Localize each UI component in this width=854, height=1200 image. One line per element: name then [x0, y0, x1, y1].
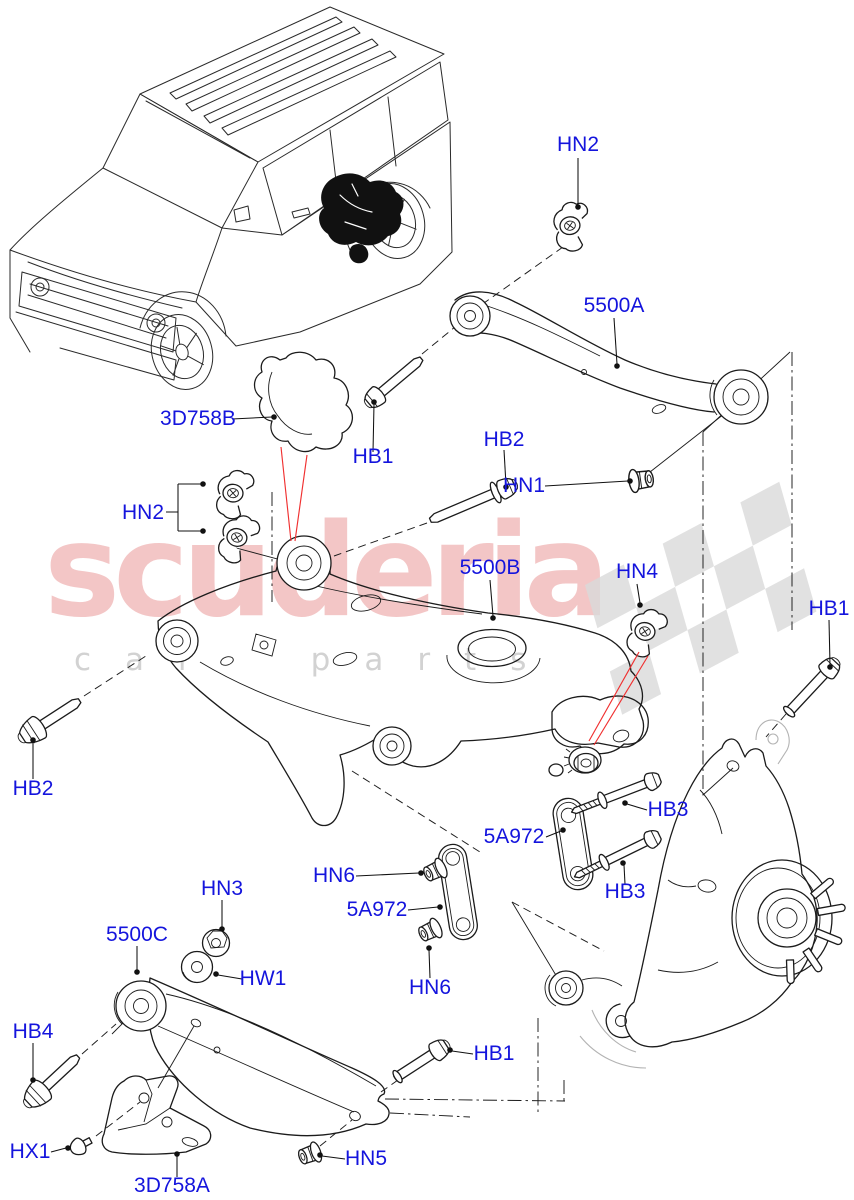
link-plate-right-drawing [552, 797, 594, 891]
toe-cam-adjuster [548, 746, 602, 777]
part-label-hb4[interactable]: HB4 [13, 1020, 54, 1043]
part-label-hw1[interactable]: HW1 [240, 967, 287, 990]
bolt-hb2-left [11, 698, 82, 752]
washer-hw1 [180, 950, 214, 984]
part-label-hn6-left[interactable]: HN6 [313, 864, 355, 887]
heat-shield-drawing [253, 351, 353, 453]
part-label-hx1[interactable]: HX1 [10, 1140, 51, 1163]
upper-control-arm-drawing [449, 291, 769, 425]
part-label-3d758a[interactable]: 3D758A [134, 1174, 210, 1197]
part-label-hb1-upper[interactable]: HB1 [353, 445, 394, 468]
label-leaders [30, 158, 833, 1177]
part-label-hn2-left[interactable]: HN2 [122, 501, 164, 524]
part-label-5a972-right[interactable]: 5A972 [484, 825, 545, 848]
assembly-axis-lines [81, 246, 793, 1147]
part-label-5500a[interactable]: 5500A [584, 294, 645, 317]
wheel-hub [757, 877, 846, 985]
part-label-5500b[interactable]: 5500B [460, 556, 521, 579]
part-label-5500c[interactable]: 5500C [106, 923, 168, 946]
part-label-hb2-upper[interactable]: HB2 [484, 428, 525, 451]
flag-nut-hn2-top [550, 199, 595, 255]
part-label-hb3-lower[interactable]: HB3 [605, 880, 646, 903]
trailing-arm-drawing [113, 977, 390, 1137]
nut-hn6-lower [414, 915, 446, 946]
part-label-hn2-top[interactable]: HN2 [557, 133, 599, 156]
part-label-hb3-upper[interactable]: HB3 [648, 798, 689, 821]
watermark-tagline: car parts [74, 642, 561, 678]
part-label-hn5[interactable]: HN5 [345, 1147, 387, 1170]
wheel-knuckle-drawing [544, 719, 846, 1069]
bolt-hb1-lower [392, 1034, 455, 1084]
part-label-hb1-right[interactable]: HB1 [809, 597, 850, 620]
vehicle-illustration [9, 6, 453, 390]
screw-hx1 [69, 1137, 93, 1156]
part-label-hn1[interactable]: HN1 [503, 474, 545, 497]
fasteners [11, 199, 846, 1169]
part-label-hn4[interactable]: HN4 [616, 560, 658, 583]
link-plate-left-drawing [438, 843, 478, 941]
bolt-hb2-upper [428, 473, 522, 523]
bolt-hb1-right [782, 652, 846, 718]
flag-nut-hn2-left-lower [215, 510, 263, 568]
highlight-leaders [280, 446, 649, 746]
nut-hn3 [201, 928, 231, 958]
part-label-hn3[interactable]: HN3 [201, 877, 243, 900]
part-label-hn6-lower[interactable]: HN6 [409, 976, 451, 999]
part-label-5a972-left[interactable]: 5A972 [347, 898, 408, 921]
bolt-hb4 [16, 1054, 81, 1116]
checkered-flag-watermark [585, 481, 817, 715]
bolt-hb1-upper [359, 356, 424, 414]
part-label-hb2-left[interactable]: HB2 [13, 777, 54, 800]
mount-bracket-drawing [101, 1075, 212, 1155]
flag-nut-hn2-left-upper [215, 468, 256, 521]
part-label-hb1-lower[interactable]: HB1 [474, 1042, 515, 1065]
part-label-3d758b[interactable]: 3D758B [160, 407, 236, 430]
lower-control-arm-drawing [155, 535, 649, 827]
